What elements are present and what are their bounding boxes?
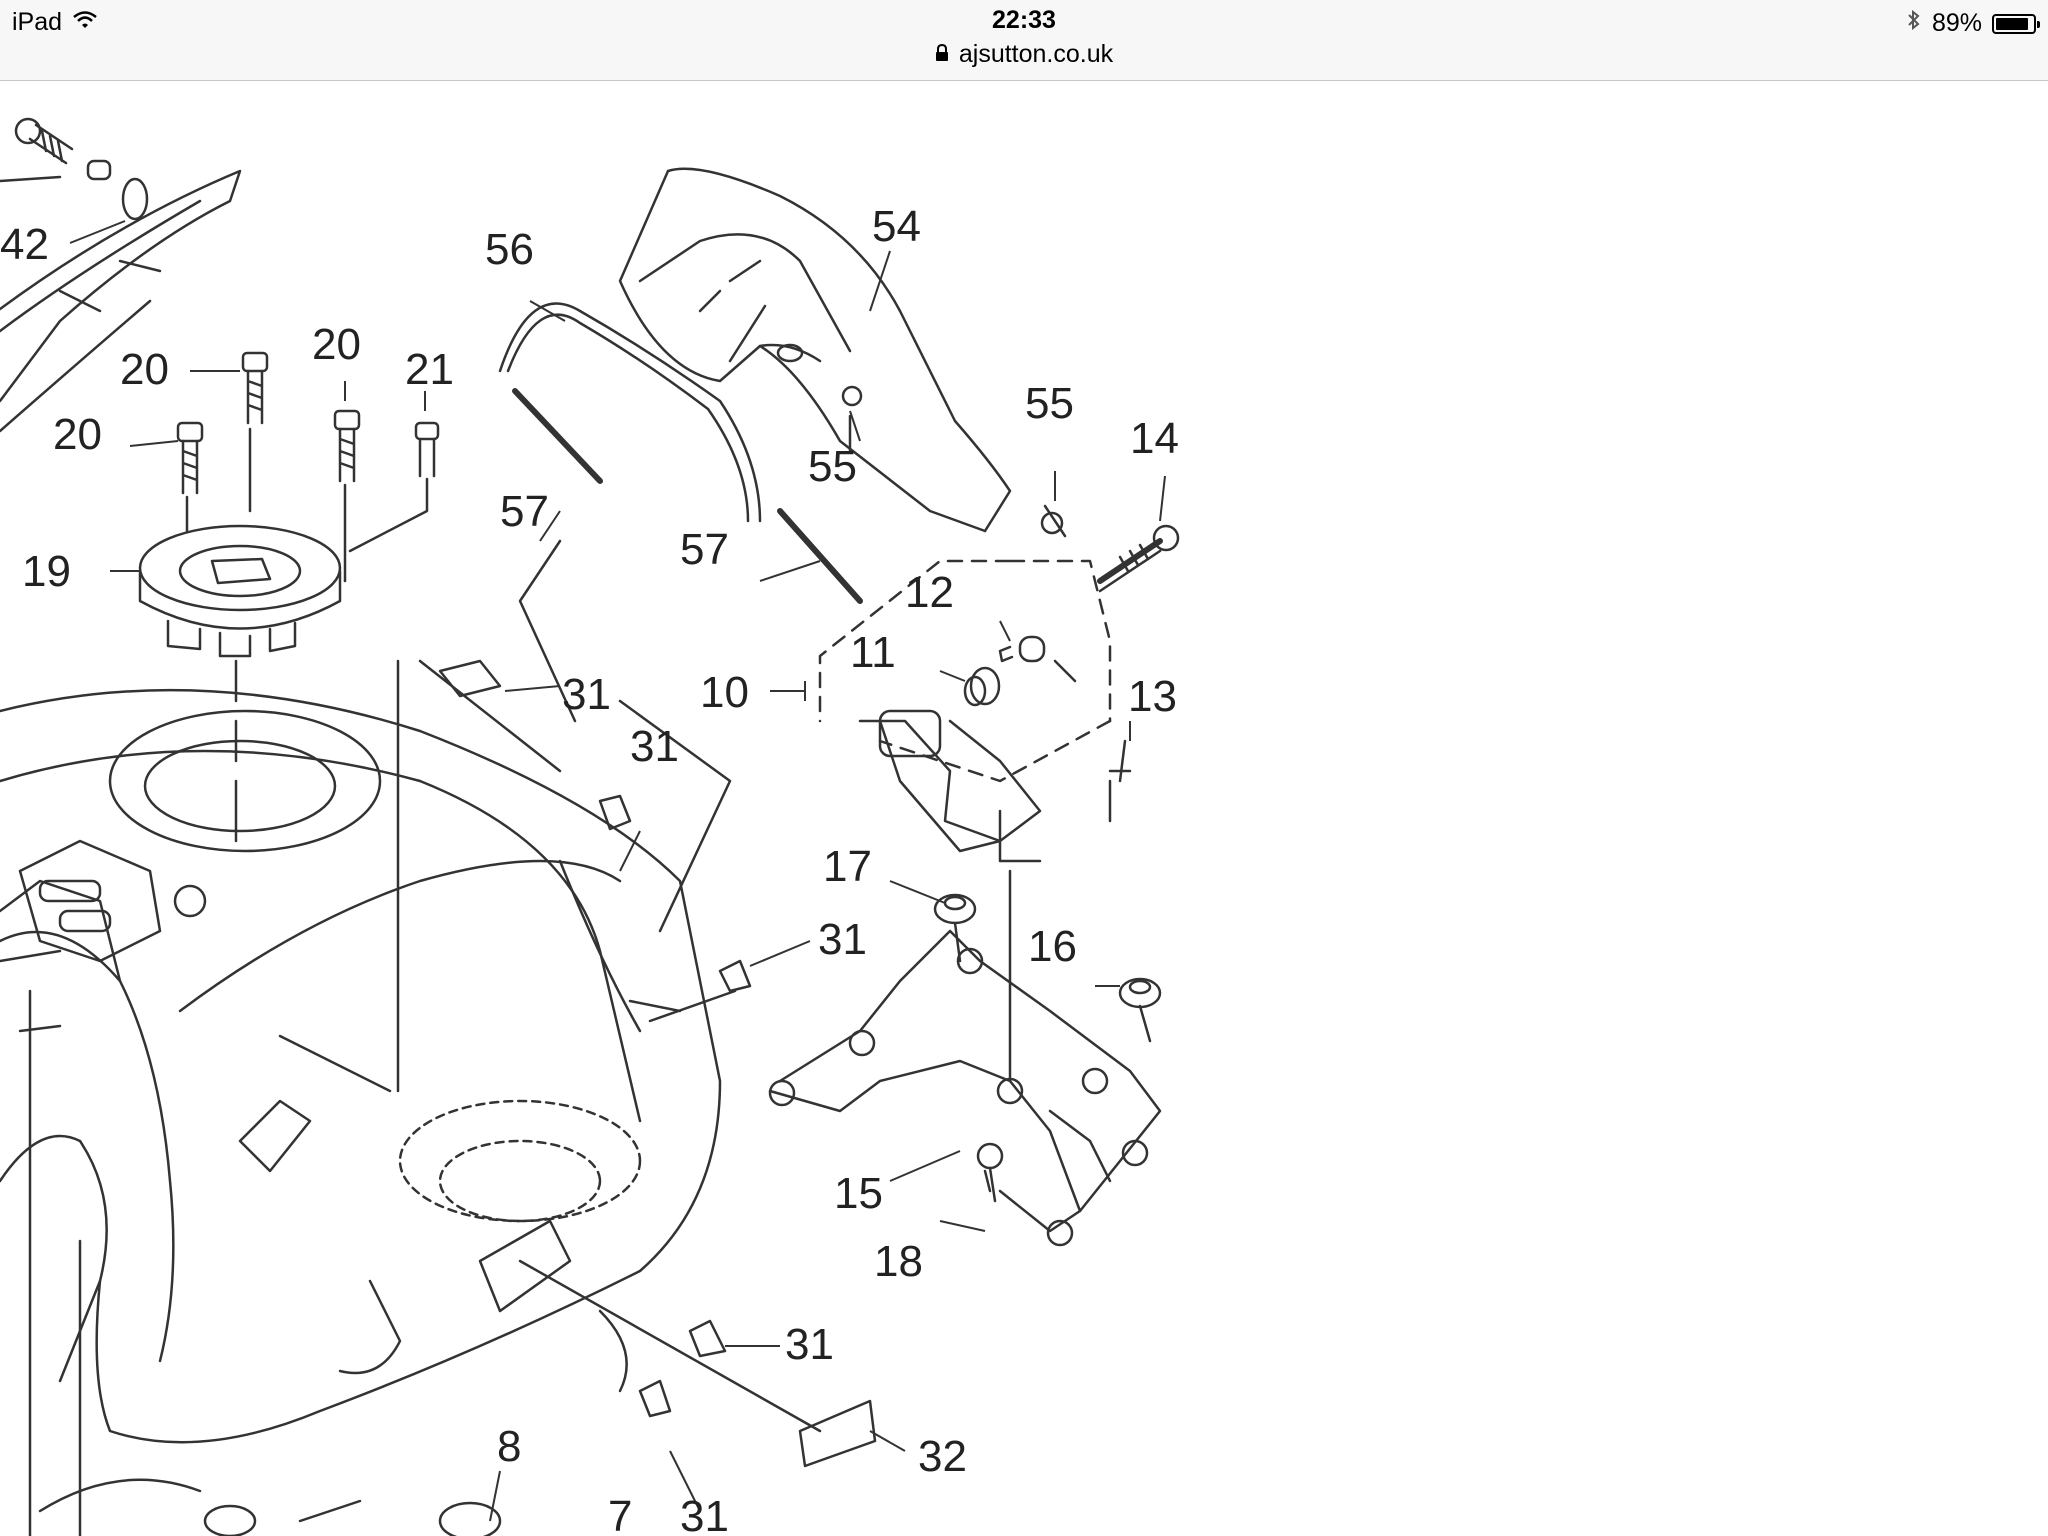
url-text[interactable]: ajsutton.co.uk <box>958 40 1114 68</box>
battery-level-fill <box>1996 17 2028 30</box>
callout-54: 54 <box>872 202 921 251</box>
callout-31c: 31 <box>818 915 867 964</box>
callout-10: 10 <box>700 668 749 717</box>
callout-15: 15 <box>834 1169 883 1218</box>
battery-icon <box>1992 13 2040 34</box>
callout-17: 17 <box>823 842 872 891</box>
callout-20a: 20 <box>120 345 169 394</box>
callout-31b: 31 <box>630 722 679 771</box>
callout-20b: 20 <box>312 320 361 369</box>
fuel-cap-part <box>138 524 342 843</box>
status-bar: iPad 22:33 89% ajsutton.co.u <box>0 0 2048 81</box>
callout-14: 14 <box>1130 414 1179 463</box>
strips-56-57 <box>498 302 863 723</box>
bluetooth-icon <box>1906 8 1922 39</box>
device-name: iPad <box>12 8 63 36</box>
callout-lines <box>69 220 1166 1522</box>
callout-57b: 57 <box>680 525 729 574</box>
callout-57a: 57 <box>500 487 549 536</box>
callout-56: 56 <box>485 225 534 274</box>
lock-icon <box>935 40 949 69</box>
callout-31d: 31 <box>785 1320 834 1369</box>
callout-8: 8 <box>497 1422 521 1471</box>
bolt-part <box>0 117 149 221</box>
status-right: 89% <box>1906 8 2040 39</box>
battery-percent: 89% <box>1931 9 1982 37</box>
wifi-icon <box>72 8 98 37</box>
callout-18: 18 <box>874 1237 923 1286</box>
callout-32: 32 <box>918 1432 967 1481</box>
callout-31e: 31 <box>680 1492 729 1536</box>
status-left: iPad <box>12 8 98 37</box>
bolt-assembly <box>818 524 1180 863</box>
callout-55b: 55 <box>1025 379 1074 428</box>
callout-11: 11 <box>850 628 896 677</box>
callout-55a: 55 <box>808 442 857 491</box>
callout-21: 21 <box>405 345 454 394</box>
bolts-20-21 <box>176 351 440 583</box>
latch-part <box>18 839 207 963</box>
callout-13: 13 <box>1128 672 1177 721</box>
clips-31 <box>396 659 877 1468</box>
left-cowl-part <box>0 169 242 433</box>
callout-16: 16 <box>1028 922 1077 971</box>
page-content: 42 20 20 20 21 19 56 54 57 57 55 55 14 1… <box>0 81 2048 1536</box>
callout-12: 12 <box>905 568 954 617</box>
callout-labels: 42 20 20 20 21 19 56 54 57 57 55 55 14 1… <box>0 202 1179 1536</box>
callout-20c: 20 <box>53 410 102 459</box>
seat-cowl-part <box>618 167 1067 538</box>
battery-tip <box>2037 20 2040 28</box>
callout-19: 19 <box>22 547 71 596</box>
fuel-tank-part <box>0 688 722 1536</box>
callout-42: 42 <box>0 220 49 269</box>
bracket-part <box>768 869 1162 1247</box>
parts-diagram: 42 20 20 20 21 19 56 54 57 57 55 55 14 1… <box>0 117 1180 1536</box>
address-bar[interactable]: ajsutton.co.uk <box>0 40 2048 69</box>
callout-31a: 31 <box>562 670 611 719</box>
callout-7: 7 <box>608 1492 632 1536</box>
clock: 22:33 <box>992 6 1056 34</box>
